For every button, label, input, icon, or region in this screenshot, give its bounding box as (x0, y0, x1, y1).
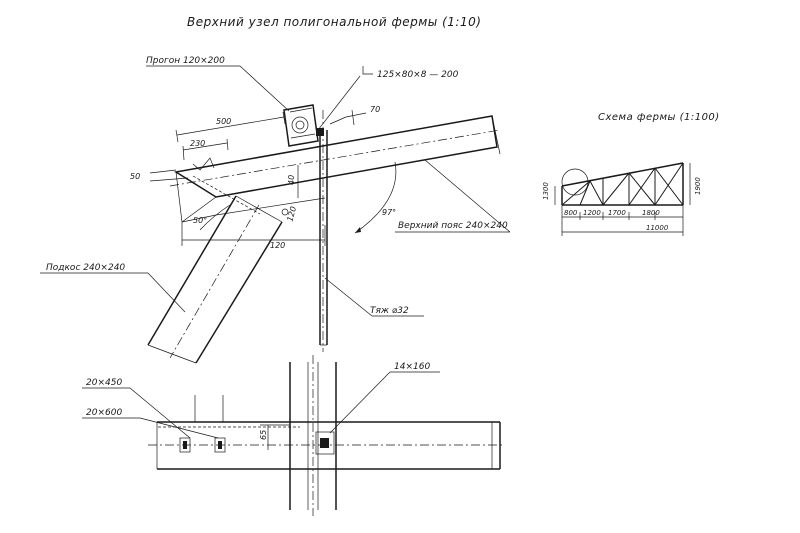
angle-97: 97° (382, 208, 396, 217)
dim-1800: 1800 (642, 209, 660, 217)
dim-11000: 11000 (646, 224, 669, 232)
chord-notch (192, 157, 261, 215)
strut (147, 195, 283, 364)
angle-50: 50° (193, 216, 207, 225)
truss-scheme: Схема фермы (1:100) 1300 1900 (542, 112, 720, 236)
angle-arc-50 (199, 204, 231, 231)
label-strut: Подкос 240×240 (46, 263, 125, 273)
dim-65: 65 (259, 430, 268, 440)
dim-500: 500 (216, 117, 231, 126)
node-callout-circle (561, 168, 589, 196)
angle-arc-97 (354, 161, 397, 234)
dim-1700: 1700 (608, 209, 626, 217)
dim-120-vertical: 120 (285, 205, 298, 222)
dimension-lines (149, 109, 367, 246)
top-chord (169, 115, 501, 223)
dim-230: 230 (190, 139, 205, 148)
label-purlin: Прогон 120×200 (146, 56, 225, 66)
bolt-icon (281, 208, 289, 216)
purlin-block (283, 104, 324, 147)
dim-120-bottom: 120 (270, 241, 285, 250)
dim-70: 70 (370, 105, 380, 114)
dim-800: 800 (564, 209, 578, 217)
leader-lines (40, 65, 511, 317)
angle-profile-icon (362, 66, 373, 75)
dim-1300: 1300 (542, 182, 550, 200)
label-plate-20x600: 20×600 (86, 408, 122, 418)
plan-view: 20×450 20×600 14×160 65 (82, 355, 505, 516)
label-top-chord: Верхний пояс 240×240 (398, 221, 508, 231)
scheme-title: Схема фермы (1:100) (598, 112, 720, 123)
dim-1900: 1900 (694, 177, 702, 195)
label-tie: Тяж ⌀32 (370, 306, 409, 316)
label-angle: 125×80×8 — 200 (377, 70, 459, 80)
dim-1200: 1200 (583, 209, 601, 217)
dim-40: 40 (287, 175, 296, 185)
tie-rod (319, 110, 328, 352)
drawing-title: Верхний узел полигональной фермы (1:10) (187, 15, 481, 29)
label-plate-14x160: 14×160 (394, 362, 430, 372)
dim-50: 50 (130, 172, 140, 181)
label-plate-20x450: 20×450 (86, 378, 122, 388)
